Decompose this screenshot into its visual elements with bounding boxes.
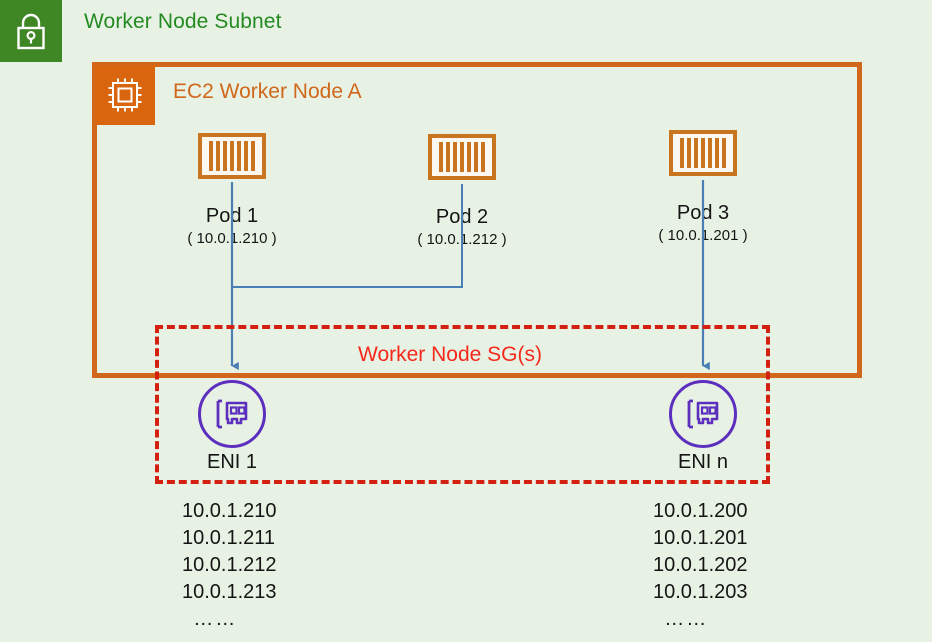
ip-address: 10.0.1.211 — [182, 527, 276, 549]
eni-name: ENI n — [677, 451, 729, 473]
pod-name: Pod 3 — [676, 202, 730, 224]
ec2-title: EC2 Worker Node A — [173, 80, 362, 103]
ip-address: 10.0.1.202 — [653, 554, 748, 576]
eni-n-ip-list: 10.0.1.200 10.0.1.201 10.0.1.202 10.0.1.… — [653, 498, 748, 633]
ip-address: 10.0.1.212 — [182, 554, 277, 576]
eni-1-ip-list: 10.0.1.210 10.0.1.211 10.0.1.212 10.0.1.… — [182, 498, 277, 633]
pod-ip: ( 10.0.1.212 ) — [417, 231, 507, 248]
ellipsis: …… — [664, 608, 709, 630]
container-icon — [428, 134, 496, 180]
pod-3: Pod 3 ( 10.0.1.201 ) — [623, 130, 783, 245]
worker-node-sg-box — [155, 325, 770, 484]
ip-address: 10.0.1.203 — [653, 581, 748, 603]
container-icon — [198, 133, 266, 179]
subnet-title: Worker Node Subnet — [84, 10, 282, 33]
sg-label: Worker Node SG(s) — [358, 343, 542, 366]
ip-address: 10.0.1.201 — [653, 527, 748, 549]
ip-address: 10.0.1.213 — [182, 581, 277, 603]
network-interface-icon — [198, 380, 266, 448]
pod-name: Pod 1 — [205, 205, 259, 227]
network-interface-icon — [669, 380, 737, 448]
ellipsis: …… — [193, 608, 238, 630]
pod-ip: ( 10.0.1.210 ) — [187, 230, 277, 247]
ec2-worker-node-box — [92, 62, 862, 378]
eni-n: ENI n — [613, 380, 793, 474]
ip-address: 10.0.1.200 — [653, 500, 748, 522]
eni-1: ENI 1 — [142, 380, 322, 474]
pod-ip: ( 10.0.1.201 ) — [658, 227, 748, 244]
eni-name: ENI 1 — [206, 451, 258, 473]
pod-1: Pod 1 ( 10.0.1.210 ) — [152, 133, 312, 248]
ip-address: 10.0.1.210 — [182, 500, 277, 522]
ec2-icon-tile — [95, 65, 155, 125]
pod-2: Pod 2 ( 10.0.1.212 ) — [382, 134, 542, 249]
container-icon — [669, 130, 737, 176]
pod-name: Pod 2 — [435, 206, 489, 228]
subnet-icon-tile — [0, 0, 62, 62]
